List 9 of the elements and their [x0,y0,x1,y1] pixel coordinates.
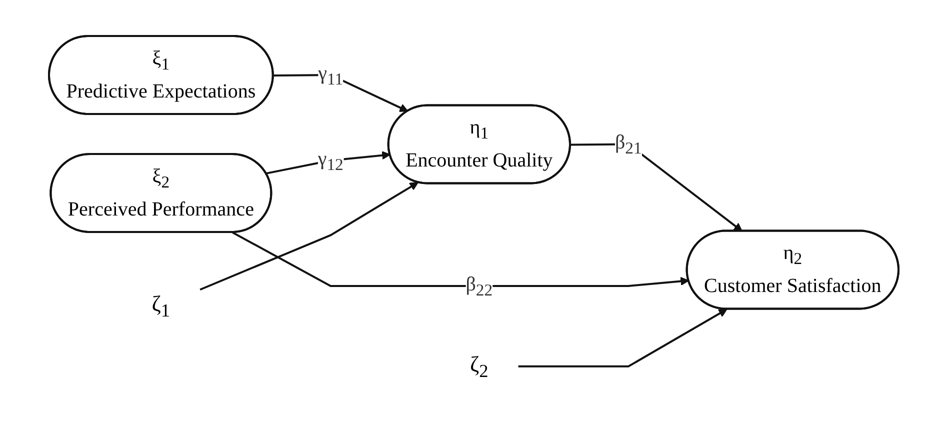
arrow [518,309,728,368]
node-text: ζ$_{1}$ [152,291,170,321]
edge-label: γ$_{11}$ [318,62,344,89]
edge-label: β$_{21}$ [615,132,642,158]
edge-label: β$_{22}$ [466,274,493,300]
node-text: ζ$_{2}$ [470,352,489,382]
arrow [200,182,419,291]
arrow [232,232,690,288]
edge-label: γ$_{12}$ [318,148,344,174]
